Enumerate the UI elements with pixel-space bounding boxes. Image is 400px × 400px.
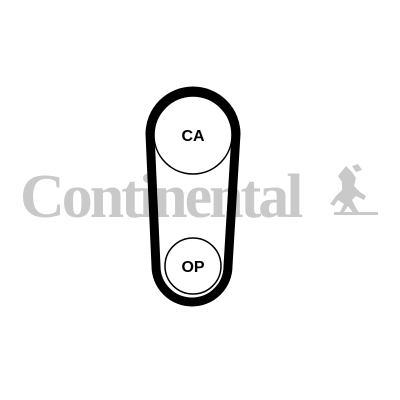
watermark-text: Continental [20,163,303,231]
camshaft-pulley-circle [153,95,233,175]
crankshaft-pulley-label: OP [181,259,204,276]
rearing-horse-icon [330,164,378,215]
crankshaft-pulley-circle [164,237,222,295]
crankshaft-pulley: OP [164,237,222,295]
timing-belt [145,86,241,307]
camshaft-pulley: CA [153,95,233,175]
camshaft-pulley-label: CA [181,128,205,145]
continental-watermark: Continental [20,163,378,231]
